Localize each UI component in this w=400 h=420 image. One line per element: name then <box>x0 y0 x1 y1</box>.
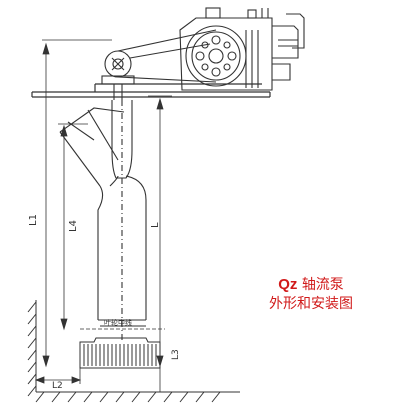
label-l2: L2 <box>52 381 63 391</box>
label-l3: L3 <box>171 349 181 360</box>
model-name: Qz <box>278 276 298 293</box>
pump-column <box>59 84 147 340</box>
caption: Qz 轴流泵 外形和安装图 <box>236 276 386 314</box>
diesel-engine <box>179 7 305 91</box>
strainer <box>79 337 161 369</box>
label-l1: L1 <box>28 214 39 226</box>
product-name: 轴流泵 <box>301 277 344 293</box>
label-impeller-line: 叶轮中线 <box>104 318 132 327</box>
dimension-lines <box>34 39 176 393</box>
belt-drive <box>101 29 217 85</box>
label-l4: L4 <box>68 220 79 232</box>
caption-subtitle: 外形和安装图 <box>269 296 353 312</box>
dimension-labels: L1 L4 L L3 L2 叶轮中线 <box>28 214 181 391</box>
label-l: L <box>150 222 161 228</box>
ground-hatch <box>27 300 240 403</box>
caption-title-line: Qz 轴流泵 <box>236 276 386 294</box>
